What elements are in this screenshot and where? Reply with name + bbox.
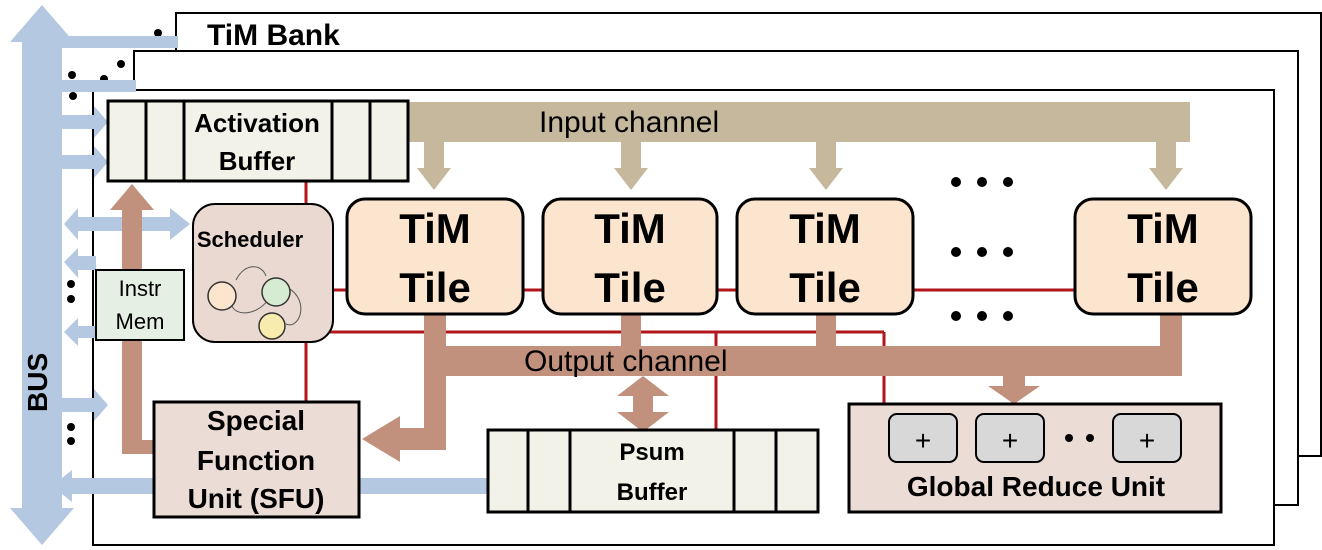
adder-2 — [975, 413, 1045, 463]
input-channel-label: Input channel — [539, 106, 719, 139]
psum-buffer: Psum Buffer — [486, 428, 820, 514]
activation-buffer-label-line2: Buffer — [219, 146, 296, 176]
input-channel — [408, 102, 1190, 190]
tim-tile-1: TiM Tile — [345, 197, 525, 316]
sfu-line3: Unit (SFU) — [188, 483, 325, 514]
psum-buffer-line1: Psum — [619, 439, 684, 466]
sfu-line2: Function — [197, 445, 315, 476]
bus — [10, 5, 178, 545]
sfu-line1: Special — [207, 405, 305, 436]
adder-1-symbol: + — [915, 425, 931, 456]
adder-3 — [1112, 413, 1182, 463]
state-machine-icon — [207, 266, 302, 340]
tim-tile-1-line2: Tile — [399, 264, 471, 311]
tim-tile-2-line1: TiM — [594, 205, 666, 252]
instr-mem: Instr Mem — [95, 269, 185, 341]
tile-ellipsis — [951, 177, 1013, 321]
bus-label: BUS — [22, 353, 53, 412]
adder-3-symbol: + — [1139, 425, 1155, 456]
tim-tile-3: TiM Tile — [735, 197, 915, 316]
tim-tile-1-line1: TiM — [399, 205, 471, 252]
global-reduce-unit: + + + Global Reduce Unit — [847, 402, 1223, 514]
tim-tile-4-line2: Tile — [1127, 264, 1199, 311]
adder-ellipsis-dot-1 — [1065, 434, 1073, 442]
special-function-unit: Special Function Unit (SFU) — [152, 400, 361, 519]
tim-tile-3-line1: TiM — [789, 205, 861, 252]
psum-buffer-line2: Buffer — [617, 479, 688, 506]
adder-1 — [888, 413, 958, 463]
activation-buffer: Activation Buffer — [106, 99, 410, 183]
scheduler-label: Scheduler — [197, 227, 304, 252]
scheduler: Scheduler — [192, 203, 334, 343]
instr-mem-line2: Mem — [116, 309, 165, 334]
adder-ellipsis-dot-2 — [1086, 434, 1094, 442]
adder-2-symbol: + — [1002, 425, 1018, 456]
tim-tile-2: TiM Tile — [541, 197, 719, 316]
tim-tile-3-line2: Tile — [789, 264, 861, 311]
bank-label: TiM Bank — [207, 19, 340, 52]
tim-tile-2-line2: Tile — [594, 264, 666, 311]
output-channel-label: Output channel — [524, 345, 727, 378]
global-reduce-label: Global Reduce Unit — [907, 471, 1165, 502]
activation-buffer-label-line1: Activation — [194, 108, 320, 138]
tim-tile-4: TiM Tile — [1073, 197, 1253, 316]
tim-tile-4-line1: TiM — [1127, 205, 1199, 252]
instr-mem-line1: Instr — [119, 276, 162, 301]
